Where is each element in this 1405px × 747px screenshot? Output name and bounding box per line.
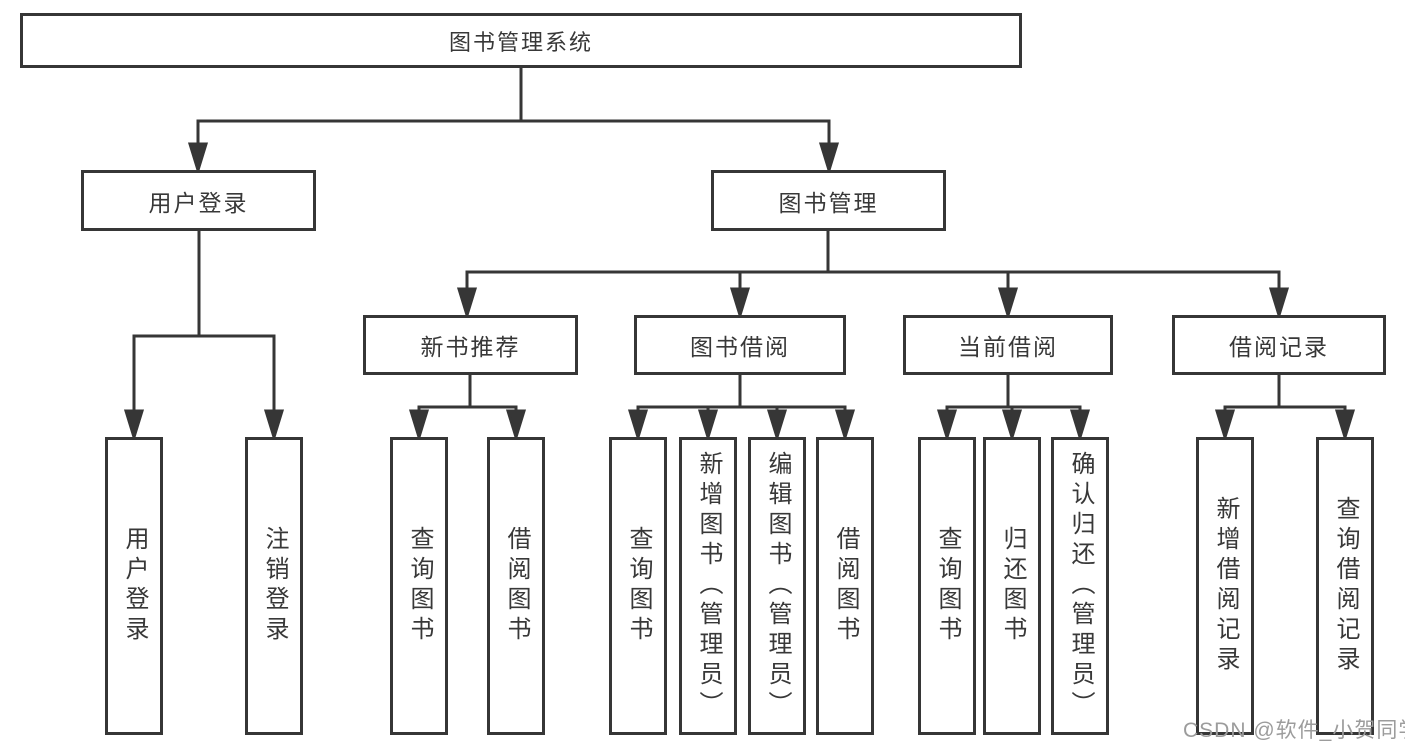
- node-book-borrowing-label: 图书借阅: [690, 334, 790, 360]
- leaf-add-books-admin: 新增图书（管理员）: [679, 437, 737, 735]
- node-new-book-recommend-label: 新书推荐: [420, 334, 521, 360]
- node-current-borrowing-label: 当前借阅: [958, 334, 1058, 360]
- leaf-query-borrow-record: 查询借阅记录: [1316, 437, 1374, 735]
- node-book-management: 图书管理: [711, 170, 946, 231]
- leaf-borrow-books-1: 借阅图书: [487, 437, 545, 735]
- leaf-query-books-1: 查询图书: [390, 437, 448, 735]
- leaf-add-books-admin-label: 新增图书（管理员）: [695, 451, 722, 721]
- leaf-return-books-label: 归还图书: [999, 526, 1026, 646]
- node-library-system: 图书管理系统: [20, 13, 1022, 68]
- leaf-logout-label: 注销登录: [261, 526, 288, 646]
- leaf-borrow-books-2: 借阅图书: [816, 437, 874, 735]
- leaf-query-books-2-label: 查询图书: [625, 526, 652, 646]
- leaf-user-login: 用户登录: [105, 437, 163, 735]
- node-user-login-branch-label: 用户登录: [148, 189, 249, 216]
- leaf-query-books-3: 查询图书: [918, 437, 976, 735]
- node-library-system-label: 图书管理系统: [448, 29, 593, 55]
- leaf-query-books-1-label: 查询图书: [406, 526, 433, 646]
- leaf-confirm-return-admin-label: 确认归还（管理员）: [1067, 451, 1094, 721]
- node-borrow-records-label: 借阅记录: [1229, 334, 1329, 360]
- node-borrow-records: 借阅记录: [1172, 315, 1386, 375]
- leaf-query-books-2: 查询图书: [609, 437, 667, 735]
- node-book-management-label: 图书管理: [778, 189, 879, 216]
- leaf-edit-books-admin-label: 编辑图书（管理员）: [764, 451, 791, 721]
- leaf-edit-books-admin: 编辑图书（管理员）: [748, 437, 806, 735]
- leaf-borrow-books-1-label: 借阅图书: [503, 526, 530, 646]
- leaf-query-borrow-record-label: 查询借阅记录: [1332, 496, 1359, 676]
- leaf-confirm-return-admin: 确认归还（管理员）: [1051, 437, 1109, 735]
- leaf-add-borrow-record-label: 新增借阅记录: [1212, 496, 1239, 676]
- leaf-user-login-label: 用户登录: [121, 526, 148, 646]
- csdn-watermark: CSDN @软件_小贺同学: [1183, 719, 1405, 742]
- node-user-login-branch: 用户登录: [81, 170, 316, 231]
- leaf-query-books-3-label: 查询图书: [934, 526, 961, 646]
- leaf-logout: 注销登录: [245, 437, 303, 735]
- leaf-borrow-books-2-label: 借阅图书: [832, 526, 859, 646]
- node-book-borrowing: 图书借阅: [634, 315, 846, 375]
- node-current-borrowing: 当前借阅: [903, 315, 1113, 375]
- node-new-book-recommend: 新书推荐: [363, 315, 578, 375]
- leaf-add-borrow-record: 新增借阅记录: [1196, 437, 1254, 735]
- leaf-return-books: 归还图书: [983, 437, 1041, 735]
